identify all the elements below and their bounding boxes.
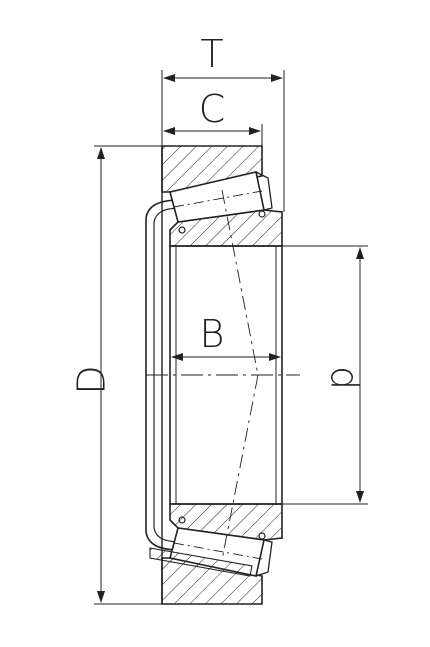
dimension-d: d — [282, 245, 368, 505]
dimension-B: B — [171, 312, 281, 361]
pressure-line-bottom — [221, 374, 259, 561]
inner-ring-bore — [169, 245, 283, 505]
label-C: C — [199, 87, 226, 131]
roller-top — [169, 171, 273, 234]
dimension-D: D — [70, 145, 162, 605]
dimension-C: C — [163, 87, 263, 146]
label-d: d — [323, 366, 367, 390]
label-B: B — [200, 312, 225, 356]
dimension-T: T — [161, 32, 285, 212]
label-T: T — [200, 32, 223, 76]
pressure-line-top — [221, 189, 259, 376]
roller-bottom — [149, 516, 273, 577]
label-D: D — [70, 365, 114, 394]
